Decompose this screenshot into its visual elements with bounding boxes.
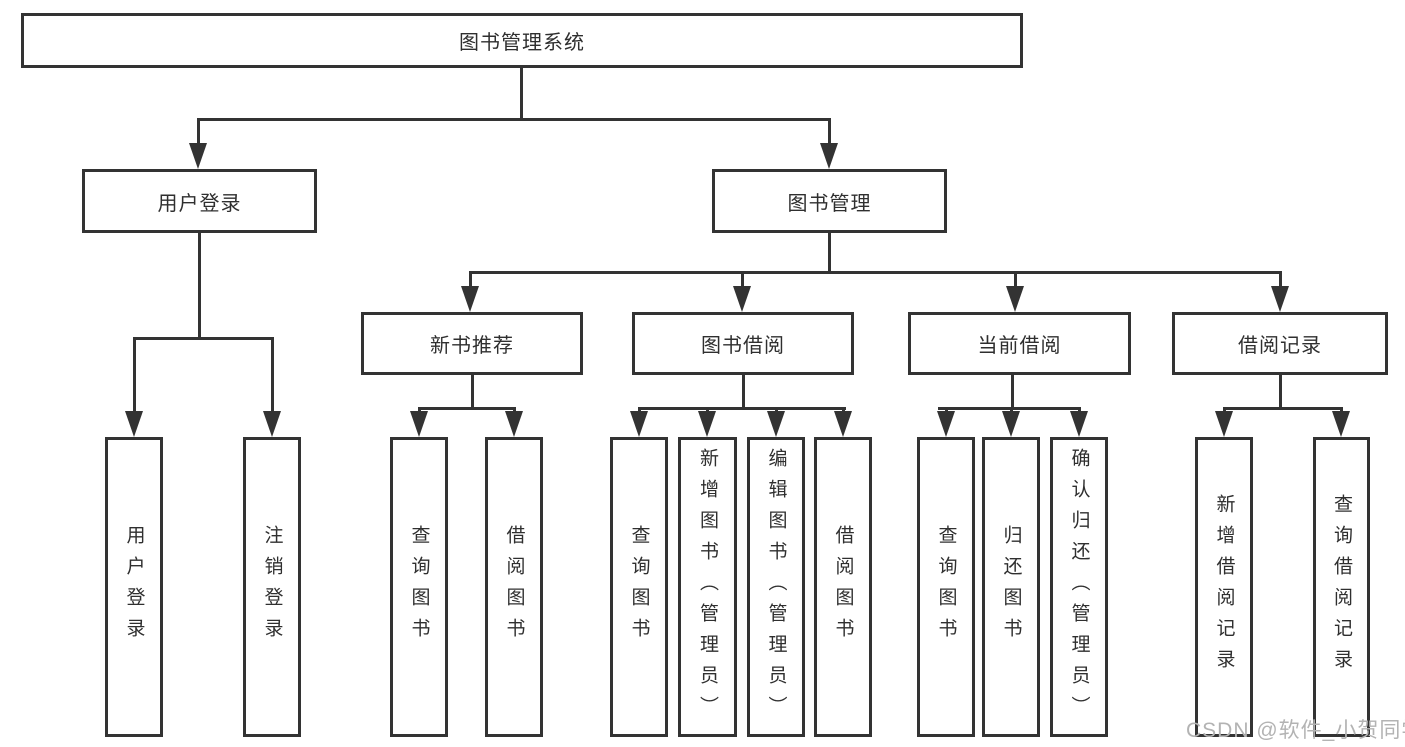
arrowhead-leaf <box>505 411 523 437</box>
arrowhead-leaf <box>767 411 785 437</box>
connector-current-borrow-stem <box>1011 375 1014 407</box>
connector-to-current-borrow <box>1014 271 1017 289</box>
node-book-management: 图书管理 <box>712 169 947 233</box>
leaf-borrow-book: 借阅图书 <box>485 437 543 737</box>
connector-to-new-book <box>469 271 472 289</box>
arrowhead-leaf-user-login <box>125 411 143 437</box>
leaf-query-book: 查询图书 <box>917 437 975 737</box>
connector-new-book-stem <box>471 375 474 407</box>
node-library-management-system: 图书管理系统 <box>21 13 1023 68</box>
leaf-query-borrow-record: 查询借阅记录 <box>1313 437 1370 737</box>
leaf-return-book: 归还图书 <box>982 437 1040 737</box>
arrowhead-borrow-record <box>1271 286 1289 312</box>
arrowhead-leaf-logout <box>263 411 281 437</box>
connector-borrow-record-stem <box>1279 375 1282 407</box>
connector-to-leaf-logout <box>271 337 274 414</box>
arrowhead-book-management <box>820 143 838 169</box>
node-borrow-record: 借阅记录 <box>1172 312 1388 375</box>
connector-to-borrow-record <box>1279 271 1282 289</box>
connector-user-login-stem <box>198 233 201 337</box>
leaf-confirm-return-admin: 确认归还（管理员） <box>1050 437 1108 737</box>
arrowhead-leaf <box>1070 411 1088 437</box>
connector-current-borrow-branch <box>938 407 1081 410</box>
leaf-borrow-book: 借阅图书 <box>814 437 872 737</box>
leaf-add-book-admin: 新增图书（管理员） <box>678 437 737 737</box>
connector-book-management-stem <box>828 233 831 271</box>
connector-level2-branch <box>197 118 831 121</box>
node-current-borrow: 当前借阅 <box>908 312 1131 375</box>
arrowhead-leaf <box>630 411 648 437</box>
arrowhead-leaf <box>834 411 852 437</box>
arrowhead-leaf <box>1332 411 1350 437</box>
leaf-add-borrow-record: 新增借阅记录 <box>1195 437 1253 737</box>
leaf-logout: 注销登录 <box>243 437 301 737</box>
arrowhead-book-borrow <box>733 286 751 312</box>
arrowhead-leaf <box>698 411 716 437</box>
connector-to-book-borrow <box>741 271 744 289</box>
node-user-login: 用户登录 <box>82 169 317 233</box>
leaf-user-login: 用户登录 <box>105 437 163 737</box>
arrowhead-leaf <box>1215 411 1233 437</box>
connector-to-book-management <box>828 118 831 146</box>
arrowhead-new-book <box>461 286 479 312</box>
node-new-book-recommend: 新书推荐 <box>361 312 583 375</box>
leaf-edit-book-admin: 编辑图书（管理员） <box>747 437 805 737</box>
arrowhead-leaf <box>1002 411 1020 437</box>
connector-user-login-branch <box>133 337 274 340</box>
leaf-query-book: 查询图书 <box>390 437 448 737</box>
connector-to-leaf-user-login <box>133 337 136 414</box>
connector-root-stem <box>520 68 523 118</box>
connector-to-user-login <box>197 118 200 146</box>
connector-book-borrow-stem <box>742 375 745 407</box>
csdn-watermark: CSDN @软件_小贺同学 <box>1186 719 1405 742</box>
arrowhead-leaf <box>937 411 955 437</box>
arrowhead-user-login <box>189 143 207 169</box>
node-book-borrow: 图书借阅 <box>632 312 854 375</box>
leaf-query-book: 查询图书 <box>610 437 668 737</box>
connector-book-borrow-branch <box>638 407 846 410</box>
connector-borrow-record-branch <box>1223 407 1343 410</box>
arrowhead-current-borrow <box>1006 286 1024 312</box>
connector-level3-branch <box>469 271 1282 274</box>
arrowhead-leaf <box>410 411 428 437</box>
connector-new-book-branch <box>418 407 516 410</box>
